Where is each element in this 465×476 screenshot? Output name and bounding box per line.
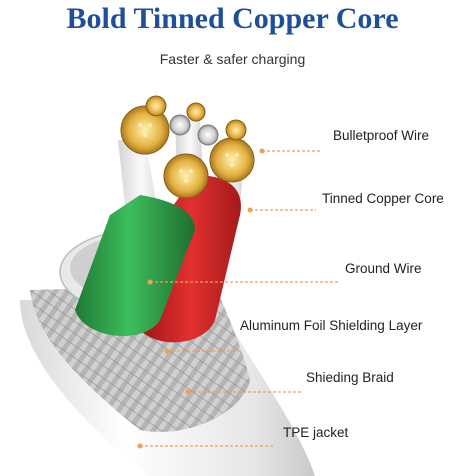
label-tinned-copper-core: Tinned Copper Core <box>322 191 444 206</box>
page-subtitle: Faster & safer charging <box>159 51 306 67</box>
label-tpe-jacket: TPE jacket <box>283 425 349 440</box>
label-aluminum-foil-shielding-layer: Aluminum Foil Shielding Layer <box>240 318 423 333</box>
tinned-copper-cores <box>120 95 255 199</box>
label-bulletproof-wire: Bulletproof Wire <box>333 128 430 143</box>
label-ground-wire: Ground Wire <box>345 261 422 276</box>
leader-dots <box>137 148 265 449</box>
leader-lines <box>140 150 340 447</box>
page-title: Bold Tinned Copper Core <box>66 2 399 35</box>
label-shielding-braid: Shieding Braid <box>306 370 394 385</box>
green-wire <box>75 195 195 337</box>
